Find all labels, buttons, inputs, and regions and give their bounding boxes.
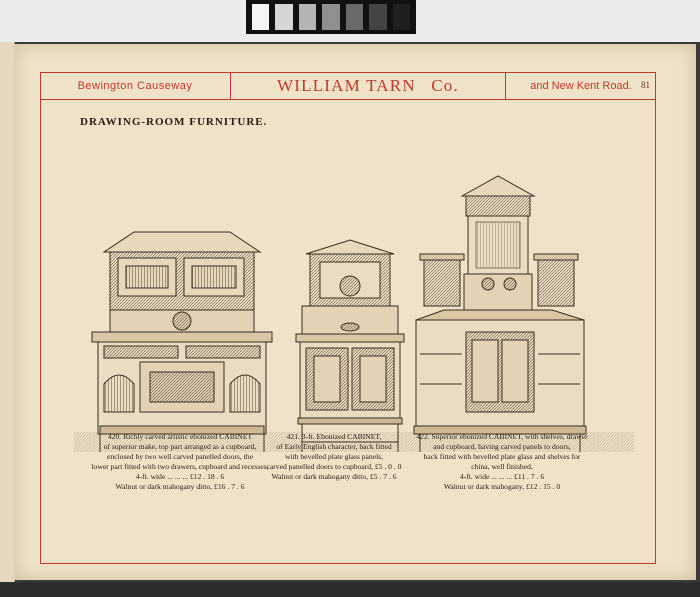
caption-line: china, well finished, (471, 462, 533, 471)
caption-line: Walnut or dark mahogany ditto, £16 . 7 .… (115, 482, 245, 491)
caption-line: Walnut or dark mahogany ditto, £5 . 7 . … (271, 472, 397, 481)
calibration-swatch (298, 4, 317, 30)
cabinet-422-drawing (413, 175, 587, 452)
page-border (40, 72, 656, 564)
company-suffix: Co. (431, 76, 459, 95)
header-address-right: and New Kent Road. (530, 80, 632, 92)
caption-line: back fitted with bevelled plate glass an… (423, 452, 581, 461)
calibration-swatch (275, 4, 293, 30)
calibration-swatch (392, 4, 410, 30)
caption-line: lower part fitted with two drawers, cupb… (91, 462, 269, 471)
cabinet-illustrations (74, 175, 634, 452)
cabinet-421-drawing (295, 239, 405, 452)
calibration-swatch (322, 4, 340, 30)
caption-line: 4-ft. wide ... ... ... £11 . 7 . 6 (459, 472, 545, 481)
caption-item-421: 421. 3-ft. Ebonized CABINET, of Early En… (254, 432, 414, 482)
catalog-page: Bewington Causeway WILLIAM TARN Co. and … (14, 44, 696, 580)
caption-line: 4-ft. wide ... ... ... £12 . 18 . 6 (135, 472, 225, 481)
caption-line: 420. Richly carved artistic ebonized CAB… (107, 432, 253, 441)
caption-item-422: 422. Superior ebonized CABINET, with she… (402, 432, 602, 492)
caption-line: enclosed by two well carved panelled doo… (107, 452, 253, 461)
header-company-name: WILLIAM TARN Co. (231, 72, 506, 99)
page-number: 81 (641, 80, 650, 90)
company-name: WILLIAM TARN (277, 76, 416, 95)
caption-line: of Early English character, back fitted (276, 442, 392, 451)
caption-line: with bevelled plate glass panels, (284, 452, 384, 461)
caption-line: and cupboard, having carved panels to do… (433, 442, 571, 451)
previous-page-edge (0, 42, 15, 582)
caption-line: 421. 3-ft. Ebonized CABINET, (286, 432, 382, 441)
color-calibration-strip (246, 0, 416, 34)
calibration-swatch (345, 4, 364, 30)
section-title: DRAWING-ROOM FURNITURE. (80, 116, 268, 128)
calibration-swatch (252, 4, 270, 30)
caption-line: Walnut or dark mahogany, £12 . 15 . 0 (443, 482, 561, 491)
scanner-background-bottom (0, 582, 700, 597)
caption-line: carved panelled doors to cupboard, £5 . … (266, 462, 402, 471)
caption-line: 422. Superior ebonized CABINET, with she… (416, 432, 588, 441)
cabinet-420-drawing (91, 231, 273, 452)
caption-item-420: 420. Richly carved artistic ebonized CAB… (84, 432, 276, 492)
header-address-left: Bewington Causeway (40, 72, 231, 99)
caption-line: of superior make, top part arranged as a… (103, 442, 257, 451)
page-header: Bewington Causeway WILLIAM TARN Co. and … (40, 72, 656, 100)
calibration-swatch (369, 4, 387, 30)
